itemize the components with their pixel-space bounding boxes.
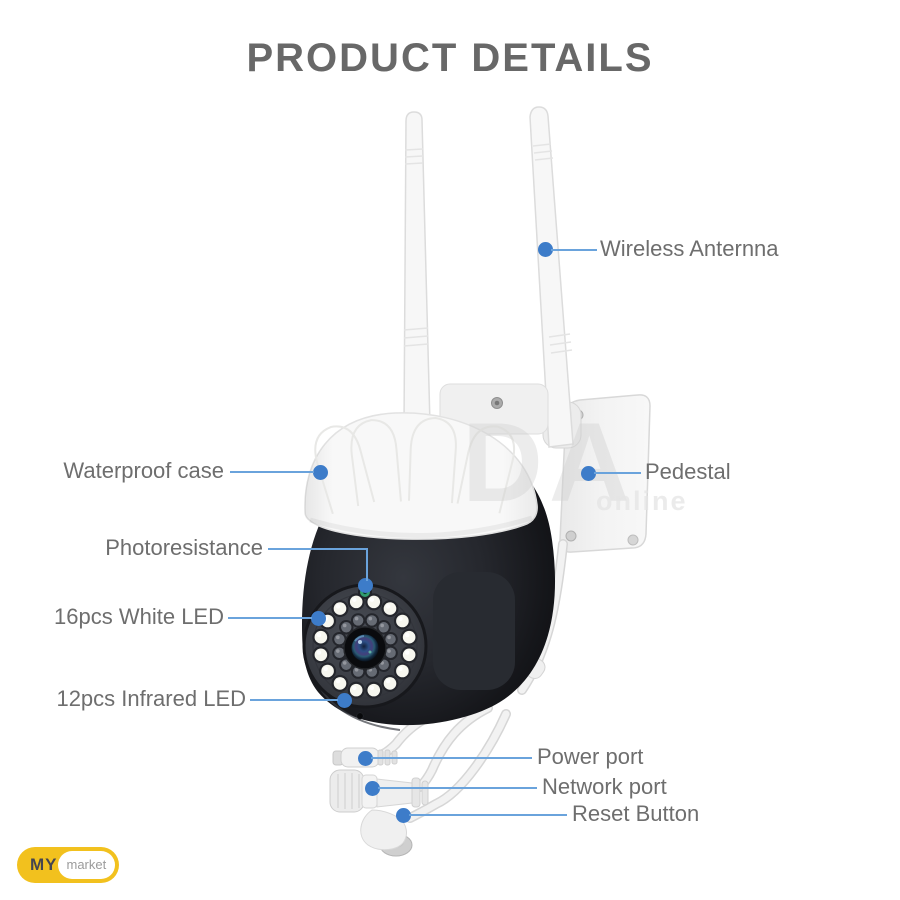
network-port-line: [378, 787, 537, 789]
photoresistance-label: Photoresistance: [105, 535, 263, 560]
wireless-antenna-label: Wireless Anternna: [600, 236, 779, 261]
reset-button-label: Reset Button: [572, 801, 700, 826]
shell-top-bracket: [439, 383, 549, 435]
reset-button-dot: [396, 808, 411, 823]
infrared-led: [332, 645, 347, 661]
network-port-label: Network port: [542, 774, 667, 799]
antenna-left: [403, 111, 431, 426]
white-led-ring: [312, 593, 418, 699]
pedestal-label: Pedestal: [645, 459, 731, 484]
white-led: [331, 600, 349, 618]
white-led: [393, 612, 411, 630]
dome-scallops: [314, 417, 516, 515]
white-led: [312, 628, 330, 646]
reset-button-line: [409, 814, 567, 816]
screw-hole: [627, 534, 639, 546]
waterproof-case-line: [230, 471, 314, 473]
page-title: PRODUCT DETAILS: [246, 36, 654, 80]
network-port-dot: [365, 781, 380, 796]
white-led-line: [228, 617, 312, 619]
white-led: [365, 593, 383, 611]
infrared-led: [364, 613, 380, 628]
power-port-line: [371, 757, 532, 759]
infrared-led: [332, 631, 347, 647]
white-led: [400, 646, 418, 664]
white-led: [319, 662, 337, 680]
screw-hole: [565, 530, 577, 542]
antenna-right: [529, 106, 574, 448]
waterproof-case-label: Waterproof case: [63, 458, 224, 483]
wireless-antenna-dot: [538, 242, 553, 257]
white-led: [312, 646, 330, 664]
camera-lens: [343, 626, 387, 670]
infrared-led: [383, 645, 398, 661]
led-panel: [302, 583, 428, 709]
logo-brand-text: MY: [30, 855, 58, 874]
pedestal-dot: [581, 466, 596, 481]
photoresistance-line-h: [268, 548, 368, 550]
photoresistance-dot: [358, 578, 373, 593]
white-led-label: 16pcs White LED: [54, 604, 224, 629]
power-port-dot: [358, 751, 373, 766]
wireless-antenna-line: [551, 249, 597, 251]
photoresistance-line-v: [366, 549, 368, 581]
reset-button-part: [360, 809, 413, 857]
mic-hole: [356, 712, 364, 720]
waterproof-dome: [304, 412, 538, 540]
infrared-led: [376, 620, 391, 635]
logo-sub-text: market: [57, 851, 116, 879]
white-led: [381, 600, 399, 618]
infrared-led: [350, 613, 366, 628]
white-led: [331, 674, 349, 692]
white-led: [347, 593, 365, 611]
white-led: [347, 681, 365, 699]
power-port-label: Power port: [537, 744, 644, 769]
white-led: [400, 628, 418, 646]
infrared-led-line: [250, 699, 338, 701]
infrared-led-dot: [337, 693, 352, 708]
infrared-led-label: 12pcs Infrared LED: [56, 686, 246, 711]
waterproof-case-dot: [313, 465, 328, 480]
infrared-led: [383, 631, 398, 647]
white-led: [393, 662, 411, 680]
my-market-logo: MY market: [17, 847, 119, 883]
white-led: [365, 681, 383, 699]
infrared-led: [339, 620, 354, 635]
reset-cable: [405, 709, 511, 823]
white-led-dot: [311, 611, 326, 626]
white-led: [381, 674, 399, 692]
pedestal-line: [594, 472, 641, 474]
infrared-led-ring: [332, 613, 398, 679]
